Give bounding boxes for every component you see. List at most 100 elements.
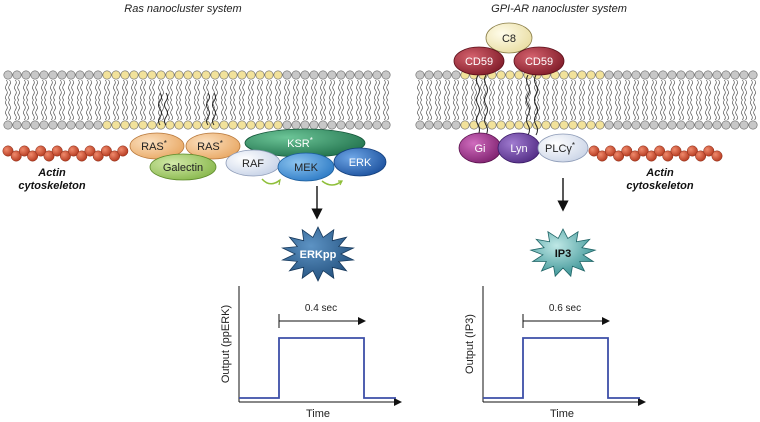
actin-monomer [670, 145, 682, 157]
actin-monomer [686, 145, 698, 157]
lipid-head [102, 70, 112, 80]
lipid-head [156, 120, 166, 130]
lipid-head [487, 120, 497, 130]
lipid-head [730, 120, 740, 130]
c8-label: C8 [502, 33, 516, 45]
lipid-head [372, 70, 382, 80]
lipid-head [12, 70, 22, 80]
svg-text:RAS*: RAS* [141, 139, 167, 153]
lipid-head [327, 120, 337, 130]
lipid-head [3, 70, 13, 80]
actin-label-left-1: Actin [37, 167, 66, 179]
lipid-head [631, 120, 641, 130]
lipid-head [273, 70, 283, 80]
ras-label-2: RAS [197, 141, 220, 153]
lipid-head [604, 70, 614, 80]
actin-filament-right [588, 145, 723, 162]
lipid-head [138, 120, 148, 130]
plot-left: 0.4 sec Output (ppERK) Time [220, 286, 402, 420]
lipid-head [424, 120, 434, 130]
actin-monomer [100, 145, 112, 157]
lipid-head [613, 120, 623, 130]
actin-monomer [629, 150, 641, 162]
lipid-head [381, 70, 391, 80]
lipid-head [255, 120, 265, 130]
raf-protein: RAF [225, 149, 281, 177]
lipid-head [649, 70, 659, 80]
lipid-head [451, 70, 461, 80]
lipid-head [39, 70, 49, 80]
lipid-head [120, 70, 130, 80]
lipid-head [631, 70, 641, 80]
lipid-head [354, 70, 364, 80]
lipid-head [336, 120, 346, 130]
lipid-head [201, 120, 211, 130]
lipid-head [345, 70, 355, 80]
actin-monomer [10, 150, 22, 162]
lipid-head [21, 120, 31, 130]
actin-monomer [2, 145, 14, 157]
lipid-head [685, 120, 695, 130]
lipid-head [415, 70, 425, 80]
actin-label-right-2: cytoskeleton [626, 180, 694, 192]
lipid-head [300, 70, 310, 80]
actin-monomer [662, 150, 674, 162]
lipid-head [667, 120, 677, 130]
lipid-head [210, 70, 220, 80]
lipid-head [730, 70, 740, 80]
cd59-protein-2: CD59 [513, 46, 565, 76]
plot-right-xlabel: Time [550, 408, 574, 420]
left-panel-title: Ras nanocluster system [124, 3, 241, 15]
actin-monomer [43, 150, 55, 162]
cd59-label-2: CD59 [525, 56, 553, 68]
lipid-head [165, 70, 175, 80]
plot-left-signal [239, 337, 396, 399]
mek-protein: MEK [277, 152, 335, 182]
lipid-head [748, 120, 758, 130]
lipid-head [505, 70, 515, 80]
lipid-head [255, 70, 265, 80]
lipid-head [415, 120, 425, 130]
lipid-head [363, 70, 373, 80]
lipid-head [111, 70, 121, 80]
lipid-head [586, 120, 596, 130]
lipid-head [219, 70, 229, 80]
lipid-head [586, 70, 596, 80]
lipid-head [183, 70, 193, 80]
erk-protein: ERK [333, 147, 387, 177]
actin-label-right-1: Actin [645, 167, 674, 179]
lipid-head [192, 120, 202, 130]
actin-label-left-2: cytoskeleton [18, 180, 86, 192]
lipid-head [496, 70, 506, 80]
actin-monomer [645, 150, 657, 162]
lipid-head [282, 120, 292, 130]
lipid-head [30, 70, 40, 80]
lipid-head [57, 70, 67, 80]
lipid-head [640, 70, 650, 80]
lipid-head [75, 120, 85, 130]
actin-monomer [35, 145, 47, 157]
actin-monomer [51, 145, 63, 157]
lipid-head [66, 120, 76, 130]
ras-lipid-anchors [158, 92, 216, 126]
lipid-head [694, 120, 704, 130]
lipid-head [505, 120, 515, 130]
lipid-head [291, 70, 301, 80]
gpi-anchors [476, 74, 538, 136]
lipid-head [12, 120, 22, 130]
lipid-head [649, 120, 659, 130]
plot-left-duration-label: 0.4 sec [305, 303, 337, 314]
lipid-head [595, 70, 605, 80]
svg-text:PLCγ*: PLCγ* [545, 141, 575, 155]
lipid-head [640, 120, 650, 130]
lipid-head [84, 70, 94, 80]
lipid-head [3, 120, 13, 130]
cd59-label-1: CD59 [465, 56, 493, 68]
lipid-head [442, 70, 452, 80]
plot-left-xlabel: Time [306, 408, 330, 420]
plot-right-signal [483, 337, 640, 399]
actin-monomer [695, 150, 707, 162]
actin-monomer [613, 150, 625, 162]
lipid-head [48, 70, 58, 80]
